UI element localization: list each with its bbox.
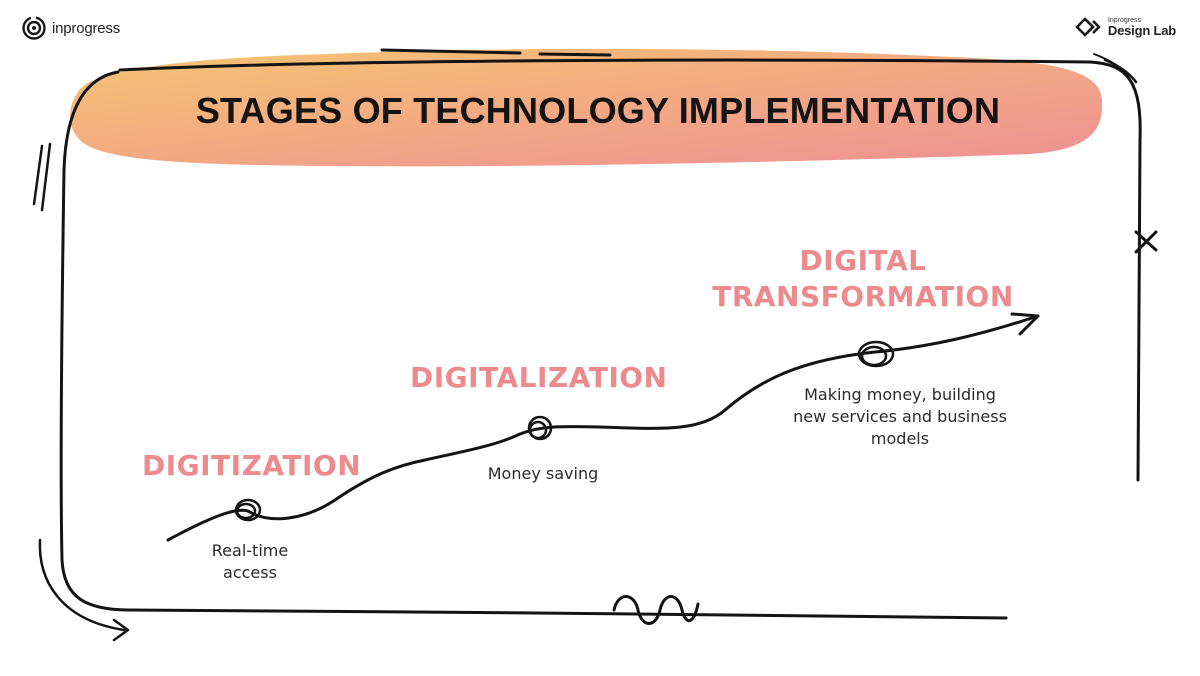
design-lab-logo: Inprogress Design Lab	[1075, 16, 1176, 38]
growth-curve	[166, 312, 1040, 542]
stage-label-digital-transformation: DIGITAL TRANSFORMATION	[712, 244, 1014, 313]
milestone-marker-digitalization	[527, 415, 553, 441]
inprogress-logo-text: inprogress	[52, 19, 121, 37]
stage-description-digitalization: Money saving	[487, 464, 599, 483]
design-lab-logo-small-text: Inprogress	[1107, 17, 1141, 24]
stage-label-digitalization: DIGITALIZATION	[410, 361, 668, 394]
spiral-logo-icon	[22, 16, 46, 40]
arrow-icon	[1010, 312, 1040, 336]
milestone-marker-digital-transformation	[857, 340, 895, 368]
inprogress-logo: inprogress	[22, 16, 120, 40]
page-title: STAGES OF TECHNOLOGY IMPLEMENTATION	[195, 90, 1001, 131]
title-highlight-band	[70, 48, 1103, 167]
milestone-marker-digitization	[234, 498, 262, 522]
stage-description-digitization: Real-time access	[211, 541, 289, 582]
chevron-logo-icon	[1075, 17, 1101, 37]
sketch-frame	[32, 48, 1158, 642]
stage-description-digital-transformation: Making money, building new services and …	[793, 385, 1007, 448]
design-lab-logo-text: Design Lab	[1107, 23, 1176, 38]
stage-label-digitization: DIGITIZATION	[142, 449, 362, 482]
